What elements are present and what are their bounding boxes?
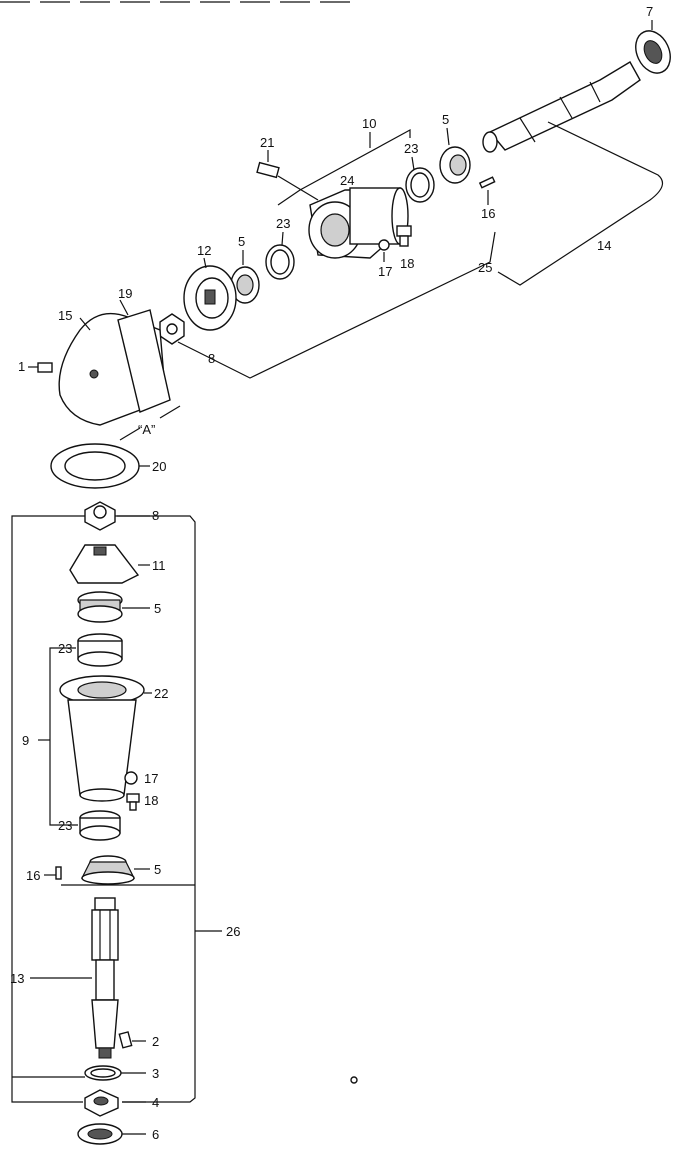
callout-6: 6	[152, 1127, 159, 1142]
callout-8-upper: 8	[208, 351, 215, 366]
callout-17-upper: 17	[378, 264, 392, 279]
gear-case-part	[308, 187, 409, 259]
callout-16-upper: 16	[481, 206, 495, 221]
race-23-lower	[265, 244, 295, 280]
callout-23-lower-1: 23	[58, 641, 72, 656]
oil-seal-part	[635, 30, 671, 74]
bearing-housing-22-part	[59, 675, 145, 802]
oil-seal-6-part	[77, 1123, 123, 1145]
callout-2: 2	[152, 1034, 159, 1049]
pinion-gear-11-part	[69, 544, 140, 584]
race-23-lower-2	[79, 810, 121, 841]
callout-1: 1	[18, 359, 25, 374]
bolt-18-upper	[396, 225, 412, 247]
callout-23-mid: 23	[276, 216, 290, 231]
callout-26: 26	[226, 924, 240, 939]
nut-8-lower	[84, 501, 116, 531]
callout-25: 25	[478, 260, 492, 275]
race-23-upper	[405, 167, 435, 203]
bearing-5-upper-left	[230, 266, 260, 304]
race-23-lower-1	[77, 633, 123, 667]
nut-4-part	[84, 1089, 119, 1117]
callout-18-upper: 18	[400, 256, 414, 271]
callout-10: 10	[362, 116, 376, 131]
gasket-20-part	[50, 443, 140, 489]
callout-20: 20	[152, 459, 166, 474]
callout-13: 13	[10, 971, 24, 986]
callout-23-upper: 23	[404, 141, 418, 156]
callout-23-lower-2: 23	[58, 818, 72, 833]
callout-17-lower: 17	[144, 771, 158, 786]
housing-15-part	[58, 309, 171, 426]
callout-4: 4	[152, 1095, 159, 1110]
tag-21-part	[256, 161, 280, 179]
callout-7: 7	[646, 4, 653, 19]
bevel-gear-12-part	[183, 265, 237, 331]
bearing-5-lower-1	[77, 591, 123, 623]
callout-11: 11	[152, 558, 166, 573]
callout-5-upper-right: 5	[442, 112, 449, 127]
callout-14: 14	[597, 238, 611, 253]
callout-3: 3	[152, 1066, 159, 1081]
bearing-5-upper-right	[439, 146, 471, 184]
callout-detail-a: “A”	[138, 422, 155, 437]
circlip-3-part	[84, 1065, 122, 1081]
nut-8-upper	[159, 313, 185, 345]
callout-8-lower: 8	[152, 508, 159, 523]
callout-9: 9	[22, 733, 29, 748]
callout-21: 21	[260, 135, 274, 150]
callout-18-lower: 18	[144, 793, 158, 808]
horizontal-shaft-part	[482, 61, 641, 153]
vertical-shaft-13-part	[91, 897, 119, 1059]
callout-19: 19	[118, 286, 132, 301]
callout-22: 22	[154, 686, 168, 701]
bearing-5-lower-2	[81, 855, 135, 885]
callout-5-lower-2: 5	[154, 862, 161, 877]
callout-5-lower-1: 5	[154, 601, 161, 616]
callout-5-upper-left: 5	[238, 234, 245, 249]
callout-12: 12	[197, 243, 211, 258]
callout-16-lower: 16	[26, 868, 40, 883]
callout-24: 24	[340, 173, 354, 188]
callout-15: 15	[58, 308, 72, 323]
